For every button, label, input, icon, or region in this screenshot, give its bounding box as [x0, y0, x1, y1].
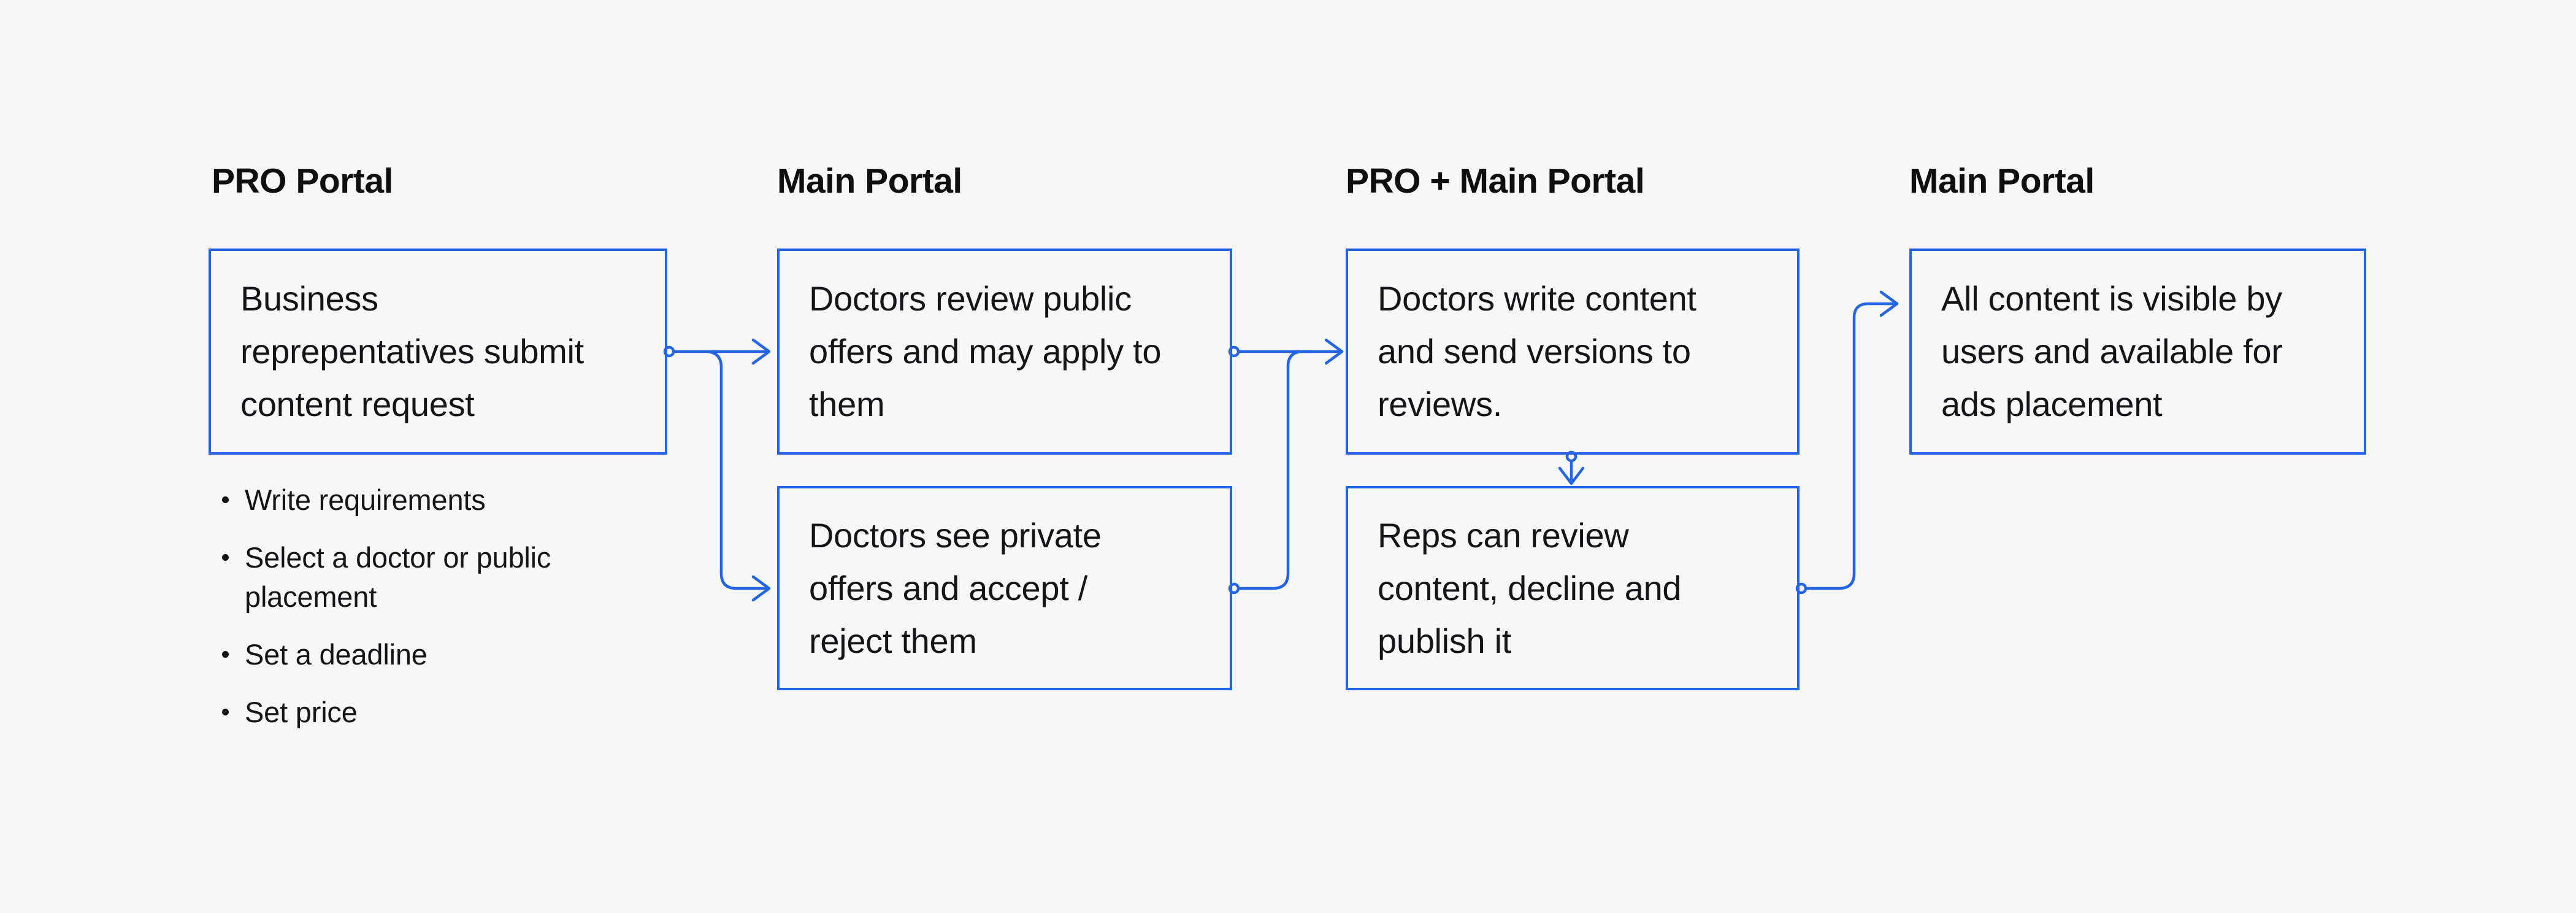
- edge-elbow-line: [1236, 350, 1314, 590]
- column-header-pro-portal: PRO Portal: [212, 161, 393, 201]
- bullet-icon: [222, 554, 229, 561]
- node-doctors-write-content: Doctors write content and send versions …: [1346, 248, 1800, 455]
- node-label: Business reprepentatives submit content …: [240, 279, 584, 423]
- node-label: All content is visible by users and avai…: [1941, 279, 2283, 423]
- column-header-main-portal-2: Main Portal: [1909, 161, 2095, 201]
- bullet-icon: [222, 651, 229, 658]
- arrowhead-icon: [1558, 466, 1585, 485]
- column-header-pro-main-portal: PRO + Main Portal: [1346, 161, 1645, 201]
- bullet-icon: [222, 496, 229, 503]
- list-item: Set a deadline: [222, 635, 615, 674]
- node-label: Doctors see private offers and accept / …: [809, 515, 1102, 660]
- edge-elbow-line: [1804, 302, 1895, 590]
- arrowhead-icon: [751, 575, 771, 602]
- node-label: Doctors write content and send versions …: [1378, 279, 1696, 423]
- column-header-main-portal: Main Portal: [777, 161, 962, 201]
- bullet-label: Set price: [245, 696, 358, 728]
- edge-elbow-line: [705, 350, 767, 590]
- bullet-label: Write requirements: [245, 483, 486, 516]
- bullet-label: Select a doctor or public placement: [245, 541, 551, 613]
- node-business-reps-submit-request: Business reprepentatives submit content …: [209, 248, 667, 455]
- node-doctors-see-private-offers: Doctors see private offers and accept / …: [777, 486, 1232, 690]
- list-item: Set price: [222, 693, 615, 732]
- node-label: Reps can review content, decline and pub…: [1378, 515, 1682, 660]
- node-all-content-visible: All content is visible by users and avai…: [1909, 248, 2366, 455]
- node-reps-review-content: Reps can review content, decline and pub…: [1346, 486, 1800, 690]
- pro-portal-bullet-list: Write requirements Select a doctor or pu…: [222, 480, 615, 750]
- bullet-label: Set a deadline: [245, 638, 427, 671]
- list-item: Write requirements: [222, 480, 615, 520]
- node-label: Doctors review public offers and may app…: [809, 279, 1162, 423]
- arrowhead-icon: [751, 338, 771, 365]
- node-doctors-review-public-offers: Doctors review public offers and may app…: [777, 248, 1232, 455]
- arrowhead-icon: [1879, 290, 1899, 317]
- arrowhead-icon: [1324, 338, 1344, 365]
- bullet-icon: [222, 709, 229, 715]
- list-item: Select a doctor or public placement: [222, 538, 615, 617]
